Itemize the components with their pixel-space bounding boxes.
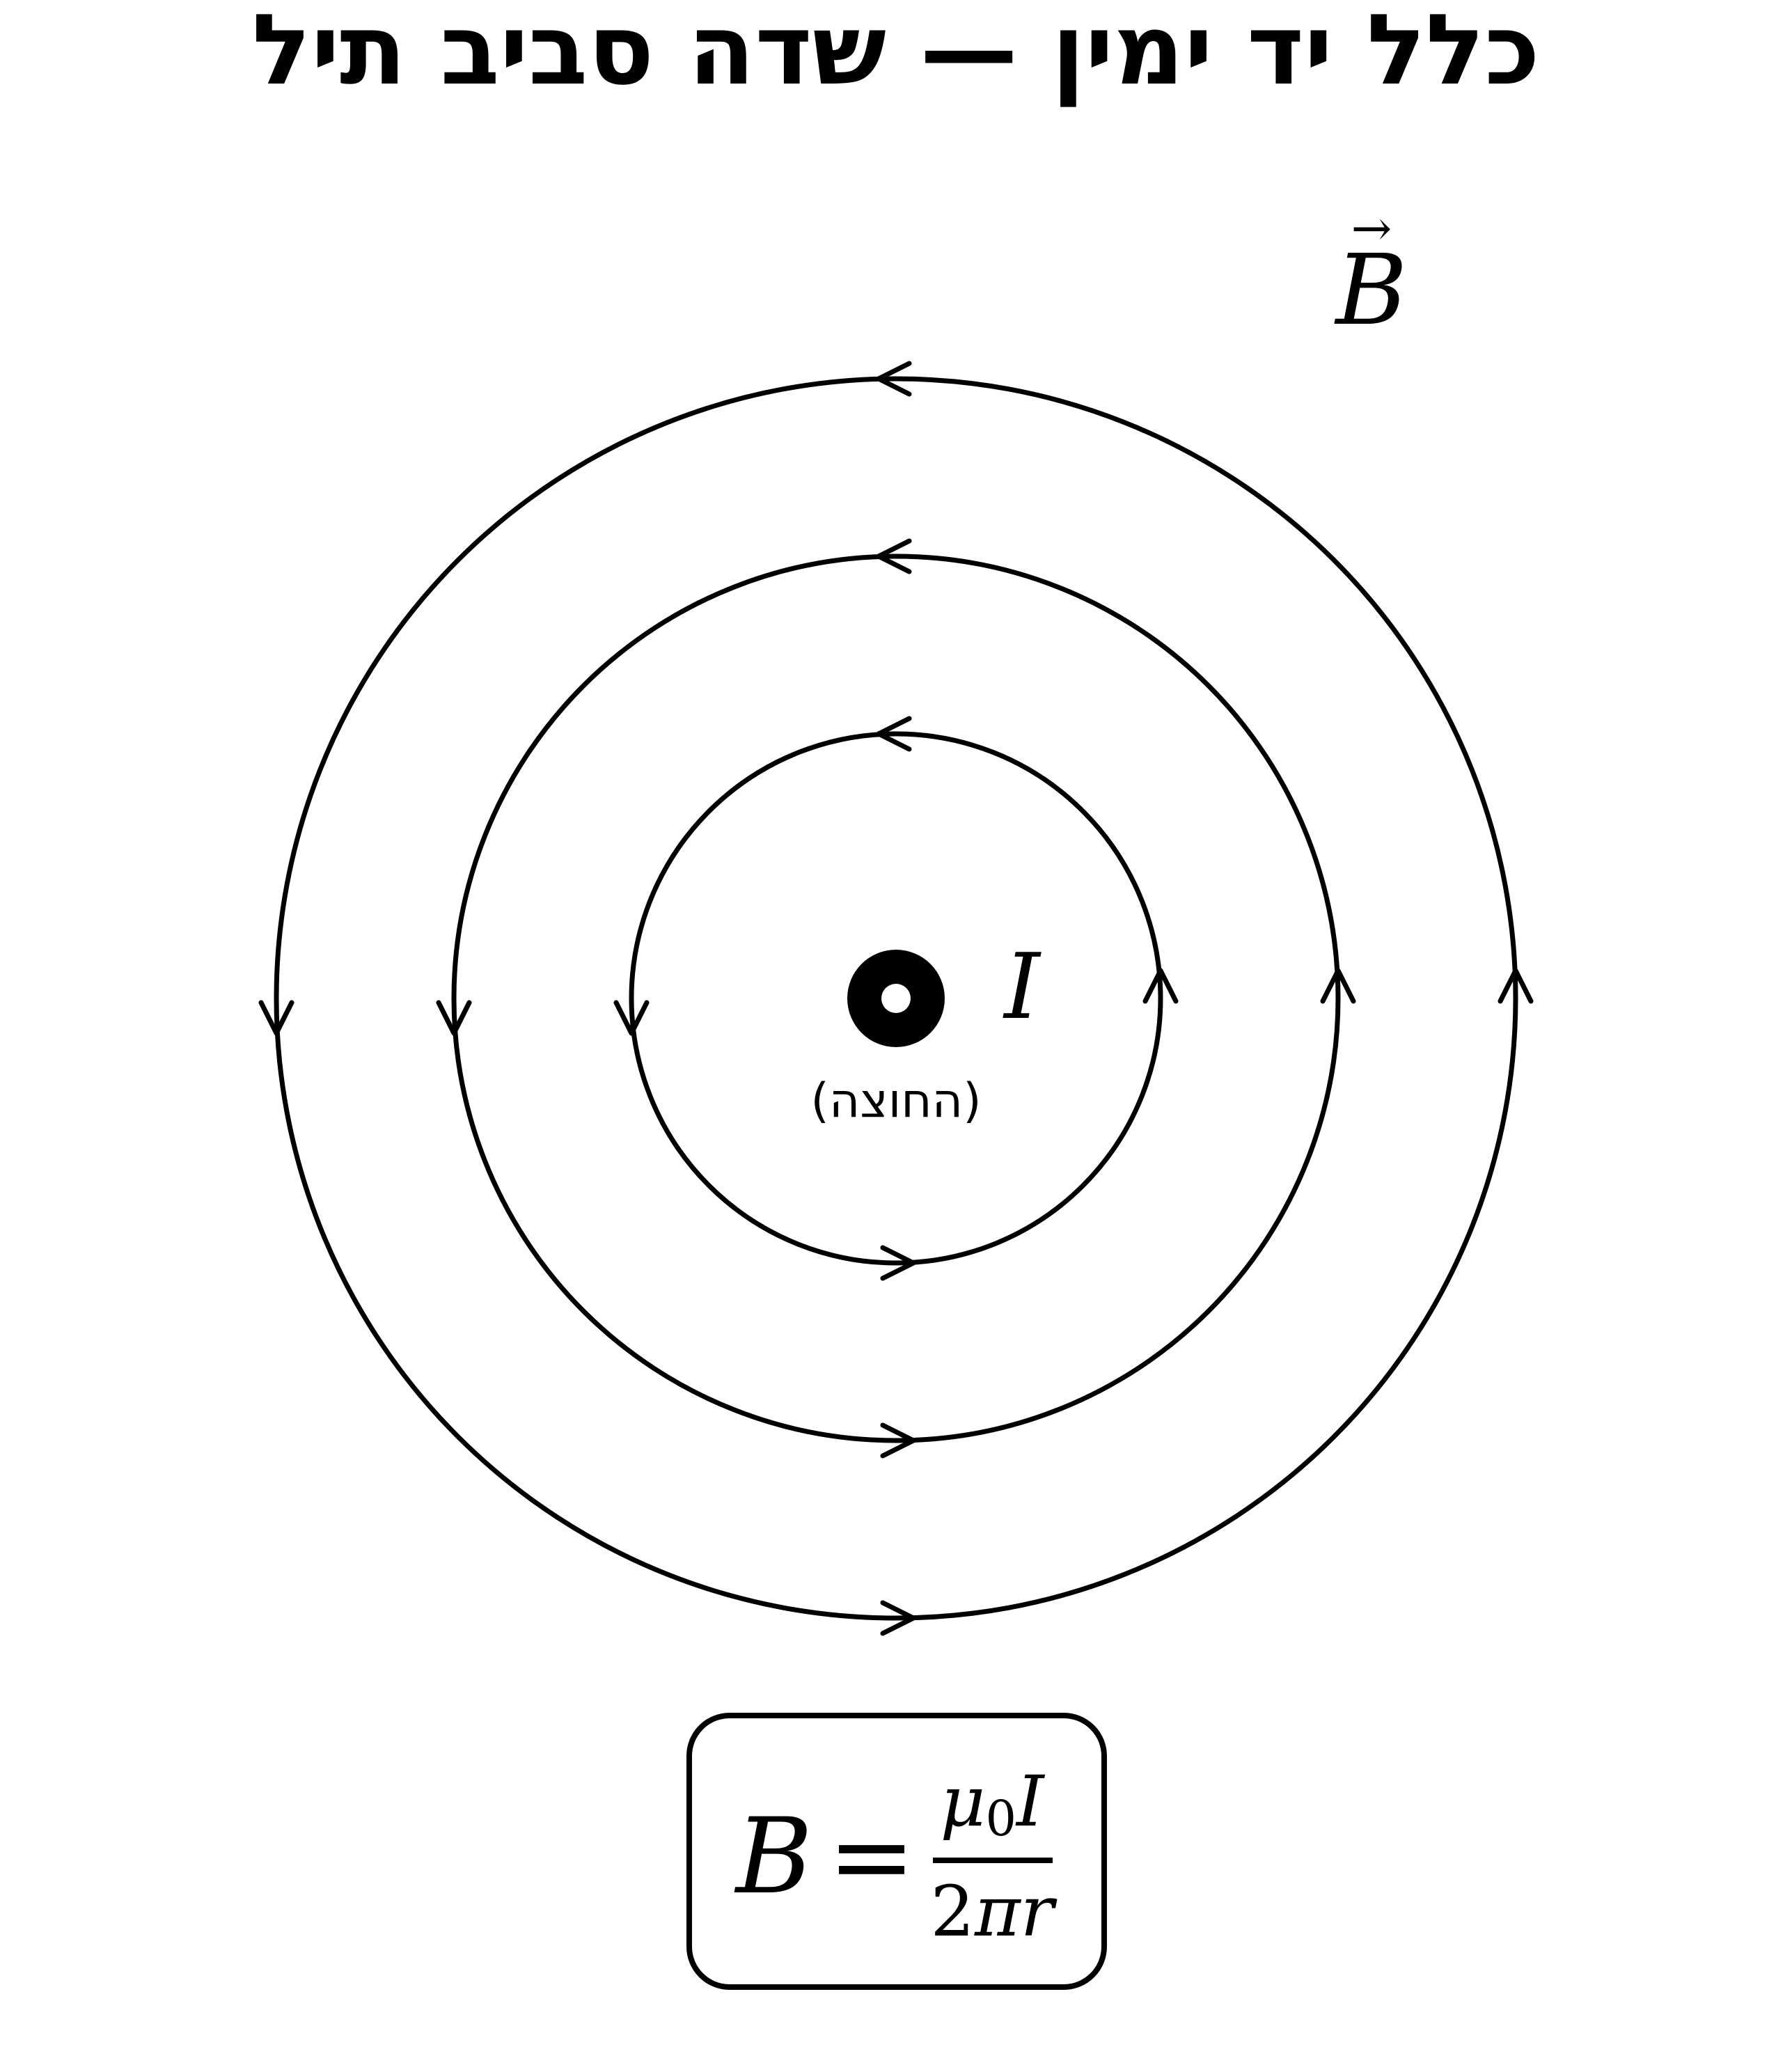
formula-numerator: μ0I xyxy=(940,1761,1046,1847)
formula-equals: = xyxy=(828,1796,915,1917)
field-arrow-top xyxy=(876,361,912,397)
formula-mu-subscript: 0 xyxy=(985,1790,1016,1847)
formula-mu: μ xyxy=(940,1761,985,1842)
field-loop xyxy=(451,554,1341,1443)
wire-out-of-page-icon xyxy=(847,950,945,1047)
formula-two: 2 xyxy=(930,1871,975,1952)
field-vector-label: → B xyxy=(1334,200,1408,347)
field-loop xyxy=(274,376,1518,1621)
formula-lhs: B xyxy=(734,1796,812,1917)
vector-arrow-symbol: → xyxy=(1351,200,1392,257)
field-arrow-bottom xyxy=(880,1245,916,1281)
formula-pi: π xyxy=(974,1871,1022,1952)
field-arrow-left xyxy=(613,1000,650,1036)
field-arrow-right xyxy=(1142,968,1179,1004)
field-loop xyxy=(629,731,1163,1266)
formula-box: B = μ0I 2πr xyxy=(686,1713,1107,1990)
field-lines xyxy=(258,361,1534,1636)
field-symbol: B xyxy=(1334,234,1408,347)
formula-current: I xyxy=(1015,1761,1046,1842)
field-arrow-top xyxy=(876,716,912,752)
field-arrow-right xyxy=(1320,968,1356,1004)
current-symbol: I xyxy=(1003,934,1042,1039)
field-arrow-top xyxy=(876,538,912,574)
field-arrow-bottom xyxy=(880,1422,916,1459)
wire-direction-label: (החוצה) xyxy=(810,1074,981,1129)
formula-denominator: 2πr xyxy=(930,1871,1057,1952)
field-arrow-right xyxy=(1498,968,1534,1004)
field-arrow-left xyxy=(258,1000,294,1036)
formula-r: r xyxy=(1021,1871,1058,1952)
page-title: כלל יד ימין — שדה סביב תיל xyxy=(252,0,1540,107)
field-arrow-left xyxy=(436,1000,472,1036)
field-arrow-bottom xyxy=(880,1600,916,1636)
